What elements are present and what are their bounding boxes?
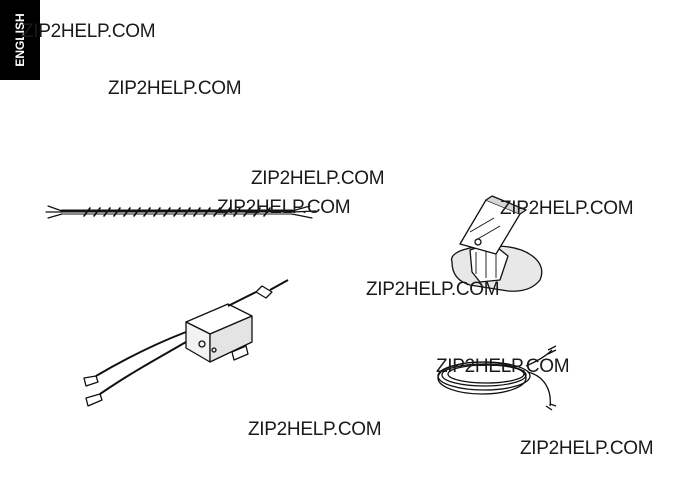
antenna-adapter-box-icon xyxy=(83,279,289,407)
watermark-text: ZIP2HELP.COM xyxy=(251,168,385,189)
watermark-text: ZIP2HELP.COM xyxy=(217,197,351,218)
language-tab: ENGLISH xyxy=(0,0,40,80)
coiled-audio-cable-icon xyxy=(437,345,557,411)
watermark-text: ZIP2HELP.COM xyxy=(500,198,634,219)
watermark-text: ZIP2HELP.COM xyxy=(366,279,500,300)
watermark-text: ZIP2HELP.COM xyxy=(22,21,156,42)
watermark-text: ZIP2HELP.COM xyxy=(520,438,654,459)
twisted-wire-cable-icon xyxy=(45,205,317,219)
watermark-text: ZIP2HELP.COM xyxy=(248,419,382,440)
watermark-text: ZIP2HELP.COM xyxy=(108,78,242,99)
watermark-text: ZIP2HELP.COM xyxy=(436,356,570,377)
mounting-bracket-icon xyxy=(451,195,543,292)
